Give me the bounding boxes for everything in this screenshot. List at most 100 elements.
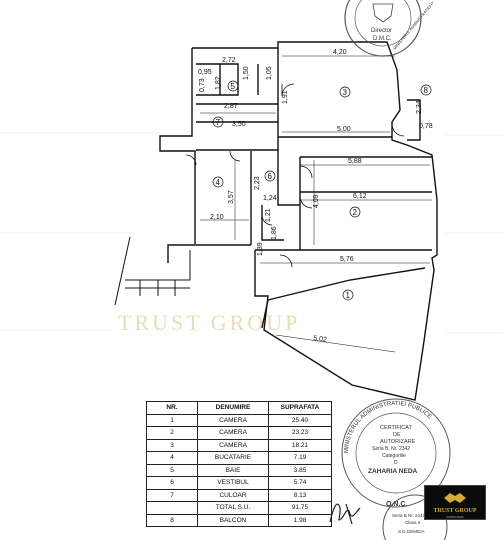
scan-lines bbox=[0, 132, 503, 334]
stamp-certificate: MINISTERUL ADMINISTRATIEI PUBLICE CERTIF… bbox=[336, 393, 456, 513]
cell-name: CULOAR bbox=[197, 488, 269, 502]
balcony-structure bbox=[114, 236, 191, 306]
cell-nr: 5 bbox=[146, 463, 198, 477]
cell-area: 18.21 bbox=[268, 438, 332, 452]
dimension-label: 1,82 bbox=[215, 76, 222, 90]
watermark: TRUST GROUP bbox=[118, 310, 300, 335]
header-suprafata: SUPRAFATA bbox=[268, 401, 332, 415]
cell-area: 3.85 bbox=[268, 463, 332, 477]
stamp-cert-line: Seria B. Nr. 2342 bbox=[372, 446, 410, 452]
dimension-label: 0,95 bbox=[198, 69, 212, 76]
stamp-top-ring: MINISTERUL ADMINISTRATIEI PUBLICE bbox=[392, 0, 433, 51]
room-number: 6 bbox=[268, 172, 273, 181]
cell-area: 23.23 bbox=[268, 426, 332, 440]
dimension-label: 3,50 bbox=[232, 121, 246, 128]
room-number: 5 bbox=[231, 82, 236, 91]
room-number: 8 bbox=[424, 86, 429, 95]
stamp-cert-line: D bbox=[394, 460, 398, 466]
cell-area: 91.75 bbox=[268, 501, 332, 515]
dimension-label: 4,09 bbox=[313, 194, 320, 208]
logo-name: TRUST GROUP bbox=[433, 508, 477, 514]
stamp-cert-line: DE bbox=[393, 432, 401, 438]
cell-name: CAMERA bbox=[197, 438, 269, 452]
cell-name: VESTIBUL bbox=[197, 476, 269, 490]
doors bbox=[185, 83, 405, 268]
cell-nr: 8 bbox=[146, 513, 198, 527]
dimension-label: 0,73 bbox=[199, 78, 206, 92]
stamp-cert-line: Categoriile bbox=[382, 453, 406, 459]
dimension-label: 2,34 bbox=[416, 100, 423, 114]
cell-name: BALCON bbox=[197, 513, 269, 527]
stamp-top-center: Director bbox=[371, 28, 392, 34]
cell-area: 7.19 bbox=[268, 451, 332, 465]
cell-area: 8.13 bbox=[268, 488, 332, 502]
dimension-label: 2,72 bbox=[222, 57, 236, 64]
stamp-top-center: D.M.C. bbox=[373, 36, 392, 42]
dimension-label: 2,87 bbox=[224, 103, 238, 110]
cell-nr: 7 bbox=[146, 488, 198, 502]
trust-group-logo: TRUST GROUP IMOBILIARE bbox=[424, 485, 486, 520]
logo-sub: IMOBILIARE bbox=[446, 515, 464, 519]
header-nr: NR. bbox=[146, 401, 198, 415]
dimension-lines bbox=[200, 55, 432, 353]
cell-name: BUCATARIE bbox=[197, 451, 269, 465]
cell-nr: 2 bbox=[146, 426, 198, 440]
dimension-label: 2,23 bbox=[254, 176, 261, 190]
handshake-icon bbox=[444, 493, 466, 503]
dimension-label: 6,12 bbox=[353, 193, 367, 200]
dimension-label: 1,39 bbox=[257, 242, 264, 256]
cell-name: CAMERA bbox=[197, 413, 269, 427]
room-number-labels: 1 2 3 4 5 6 7 8 bbox=[212, 80, 432, 301]
cell-nr: 4 bbox=[146, 451, 198, 465]
dimension-label: 5,76 bbox=[340, 256, 354, 263]
stamp-cert-name: ZAHARIA NEDA bbox=[368, 468, 418, 475]
dimension-label: 5,02 bbox=[313, 335, 328, 344]
stamp-bottom-line: S.D.GEMIDA bbox=[398, 529, 425, 534]
walls bbox=[159, 41, 438, 401]
coat-of-arms-icon bbox=[372, 3, 394, 23]
stamp-cert-line: CERTIFICAT bbox=[380, 425, 413, 431]
room-number: 2 bbox=[353, 208, 358, 217]
table-row-total: TOTAL S.U.91.75 bbox=[146, 501, 332, 515]
dimension-label: 1,86 bbox=[271, 226, 278, 240]
dimension-labels: 2,72 4,20 0,95 1,50 1,82 0,73 1,05 2,87 … bbox=[198, 49, 433, 344]
dimension-label: 0,78 bbox=[419, 123, 433, 130]
cell-area: 5.74 bbox=[268, 476, 332, 490]
dimension-label: 1,24 bbox=[263, 195, 277, 202]
stamp-bottom-line: Clasa II bbox=[405, 520, 420, 525]
dimension-label: 3,57 bbox=[228, 190, 235, 204]
dimension-label: 5,00 bbox=[337, 126, 351, 133]
signature bbox=[326, 494, 366, 535]
stamp-cert-bottom: O.N.C. bbox=[386, 501, 407, 508]
cell-nr: 1 bbox=[146, 413, 198, 427]
cell-name: CAMERA bbox=[197, 426, 269, 440]
room-number: 3 bbox=[343, 88, 348, 97]
cell-name: TOTAL S.U. bbox=[197, 501, 269, 515]
dimension-label: 5,88 bbox=[348, 158, 362, 165]
stamp-bottom-line: Seria B Nr. 2342 bbox=[392, 513, 426, 518]
cell-nr: 3 bbox=[146, 438, 198, 452]
dimension-label: 1,91 bbox=[282, 90, 289, 104]
dimension-label: 4,20 bbox=[333, 49, 347, 56]
cell-nr bbox=[146, 501, 198, 515]
room-number: 1 bbox=[346, 291, 351, 300]
cell-area: 25.40 bbox=[268, 413, 332, 427]
room-number: 7 bbox=[216, 118, 221, 127]
dimension-label: 1,50 bbox=[243, 66, 250, 80]
dimension-label: 1,05 bbox=[266, 66, 273, 80]
room-number: 4 bbox=[216, 178, 221, 187]
cell-area: 1.98 bbox=[268, 513, 332, 527]
dimension-label: 1,21 bbox=[265, 208, 272, 222]
header-denumire: DENUMIRE bbox=[197, 401, 269, 415]
stamp-top: Director D.M.C. MINISTERUL ADMINISTRATIE… bbox=[333, 0, 433, 60]
